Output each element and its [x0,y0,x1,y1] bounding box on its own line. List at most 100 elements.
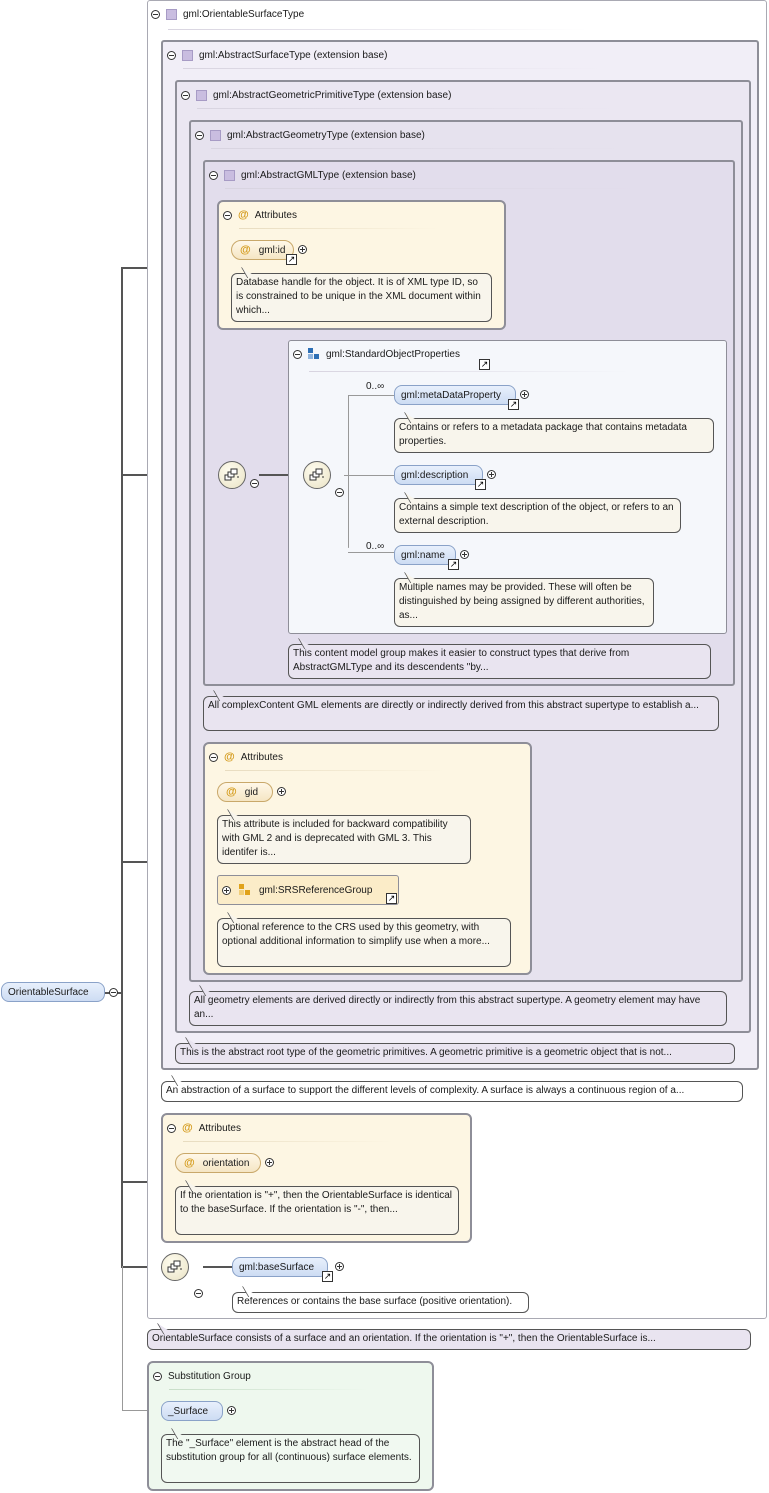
srs-reference-group-label: gml:SRSReferenceGroup [259,884,373,896]
abstract-geometric-primitive-type-label: gml:AbstractGeometricPrimitiveType (exte… [213,89,452,101]
expand-icon[interactable] [487,470,496,479]
orientation-attribute[interactable]: @ orientation [175,1153,261,1173]
sequence-compositor-inner-icon[interactable] [303,461,331,489]
expand-icon[interactable] [222,885,231,895]
root-element[interactable]: OrientableSurface [1,982,105,1002]
collapse-icon[interactable] [153,1371,162,1381]
gid-label: gid [244,786,259,798]
header-underline [225,770,445,771]
abstract-surface-type-header: gml:AbstractSurfaceType (extension base) [167,48,387,62]
header-underline [225,188,645,189]
abstract-geometric-primitive-note: All geometry elements are derived direct… [189,991,727,1026]
header-underline [197,108,617,109]
gml-id-note-text: Database handle for the object. It is of… [236,277,481,316]
orientable-surface-type-label: gml:OrientableSurfaceType [183,8,305,20]
complex-type-icon [224,169,235,181]
root-collapse-toggle[interactable] [109,988,118,997]
metadata-occurs: 0..∞ [366,381,385,392]
branch-vertical [348,395,349,548]
srs-reference-group[interactable]: gml:SRSReferenceGroup ↗ [217,875,399,905]
name-note: Multiple names may be provided. These wi… [394,578,654,627]
srs-reference-note: Optional reference to the CRS used by th… [217,918,511,967]
reference-arrow-icon: ↗ [508,399,519,410]
connector-subst-h [122,1410,162,1411]
expand-icon[interactable] [265,1158,274,1167]
substitution-group-header: Substitution Group [153,1369,251,1383]
collapse-icon[interactable] [293,349,302,359]
abstract-geometric-primitive-note-text: All geometry elements are derived direct… [194,995,701,1020]
orientation-note: If the orientation is "+", then the Orie… [175,1186,459,1235]
gid-note: This attribute is included for backward … [217,815,471,864]
collapse-icon[interactable] [151,9,160,19]
orientable-surface-type-header: gml:OrientableSurfaceType [151,7,304,21]
abstract-geometric-primitive-type-header: gml:AbstractGeometricPrimitiveType (exte… [181,88,451,102]
standard-object-properties-label: gml:StandardObjectProperties [326,348,460,360]
connector-base [203,1266,233,1268]
collapse-icon[interactable] [181,90,190,100]
standard-object-properties-note-text: This content model group makes it easier… [293,648,630,673]
abstract-surface-type-label: gml:AbstractSurfaceType (extension base) [199,49,388,61]
connector-seq [259,474,303,476]
name-element[interactable]: gml:name [394,545,456,565]
collapse-icon[interactable] [167,50,176,60]
attribute-group-icon [239,884,250,895]
attribute-at-icon: @ [182,1122,193,1134]
expand-icon[interactable] [520,390,529,399]
description-element[interactable]: gml:description [394,465,483,485]
base-surface-note-text: References or contains the base surface … [237,1296,513,1307]
abstract-geometry-note: All complexContent GML elements are dire… [203,696,719,731]
connector-base-surface [121,1266,162,1268]
collapse-icon[interactable] [335,488,344,497]
gid-attribute[interactable]: @ gid [217,782,273,802]
connector-orientation [121,1181,162,1183]
orientation-label: orientation [202,1157,250,1169]
base-surface-label: gml:baseSurface [239,1261,315,1273]
expand-icon[interactable] [298,245,307,254]
orientation-attributes-header: @ Attributes [167,1121,241,1135]
collapse-icon[interactable] [194,1289,203,1298]
metadata-property-note-text: Contains or refers to a metadata package… [399,422,687,447]
gml-attributes-header: @ Attributes [223,208,297,222]
name-note-text: Multiple names may be provided. These wi… [399,582,645,621]
abstract-geometry-type-header: gml:AbstractGeometryType (extension base… [195,128,425,142]
abstract-surface-note-text: This is the abstract root type of the ge… [180,1047,672,1058]
attribute-at-icon: @ [240,244,251,256]
substitution-group-label: Substitution Group [168,1370,251,1382]
collapse-icon[interactable] [209,752,218,762]
header-underline [169,1389,369,1390]
collapse-icon[interactable] [195,130,204,140]
base-surface-element[interactable]: gml:baseSurface [232,1257,328,1277]
sequence-compositor-icon[interactable] [218,461,246,489]
base-surface-sequence-icon[interactable] [161,1253,189,1281]
reference-arrow-icon: ↗ [322,1271,333,1282]
expand-icon[interactable] [227,1406,236,1415]
orientable-surface-note-text: OrientableSurface consists of a surface … [152,1333,656,1344]
standard-object-properties-header: gml:StandardObjectProperties [293,347,460,361]
main-connector-vertical [121,268,123,1266]
root-element-label: OrientableSurface [8,986,89,998]
collapse-icon[interactable] [250,479,259,488]
abstract-surface-note: This is the abstract root type of the ge… [175,1043,735,1064]
gml-id-attribute[interactable]: @ gml:id [231,240,294,260]
orientation-note-text: If the orientation is "+", then the Orie… [180,1190,452,1215]
metadata-property-element[interactable]: gml:metaDataProperty [394,385,516,405]
surface-note: An abstraction of a surface to support t… [161,1081,743,1102]
expand-icon[interactable] [277,787,286,796]
expand-icon[interactable] [335,1262,344,1271]
description-label: gml:description [401,469,469,481]
attribute-at-icon: @ [238,209,249,221]
surface-substitution-element[interactable]: _Surface [161,1401,223,1421]
collapse-icon[interactable] [223,210,232,220]
reference-arrow-icon: ↗ [286,254,297,265]
expand-icon[interactable] [460,550,469,559]
surface-substitution-note: The "_Surface" element is the abstract h… [161,1434,420,1483]
sequence-icon [224,468,239,481]
base-surface-note: References or contains the base surface … [232,1292,529,1313]
header-underline [309,371,629,372]
gml-attributes-label: Attributes [254,209,297,221]
collapse-icon[interactable] [209,170,218,180]
srs-reference-note-text: Optional reference to the CRS used by th… [222,922,490,947]
branch-name [348,552,394,553]
abstract-geometry-note-text: All complexContent GML elements are dire… [208,700,699,711]
collapse-icon[interactable] [167,1123,176,1133]
